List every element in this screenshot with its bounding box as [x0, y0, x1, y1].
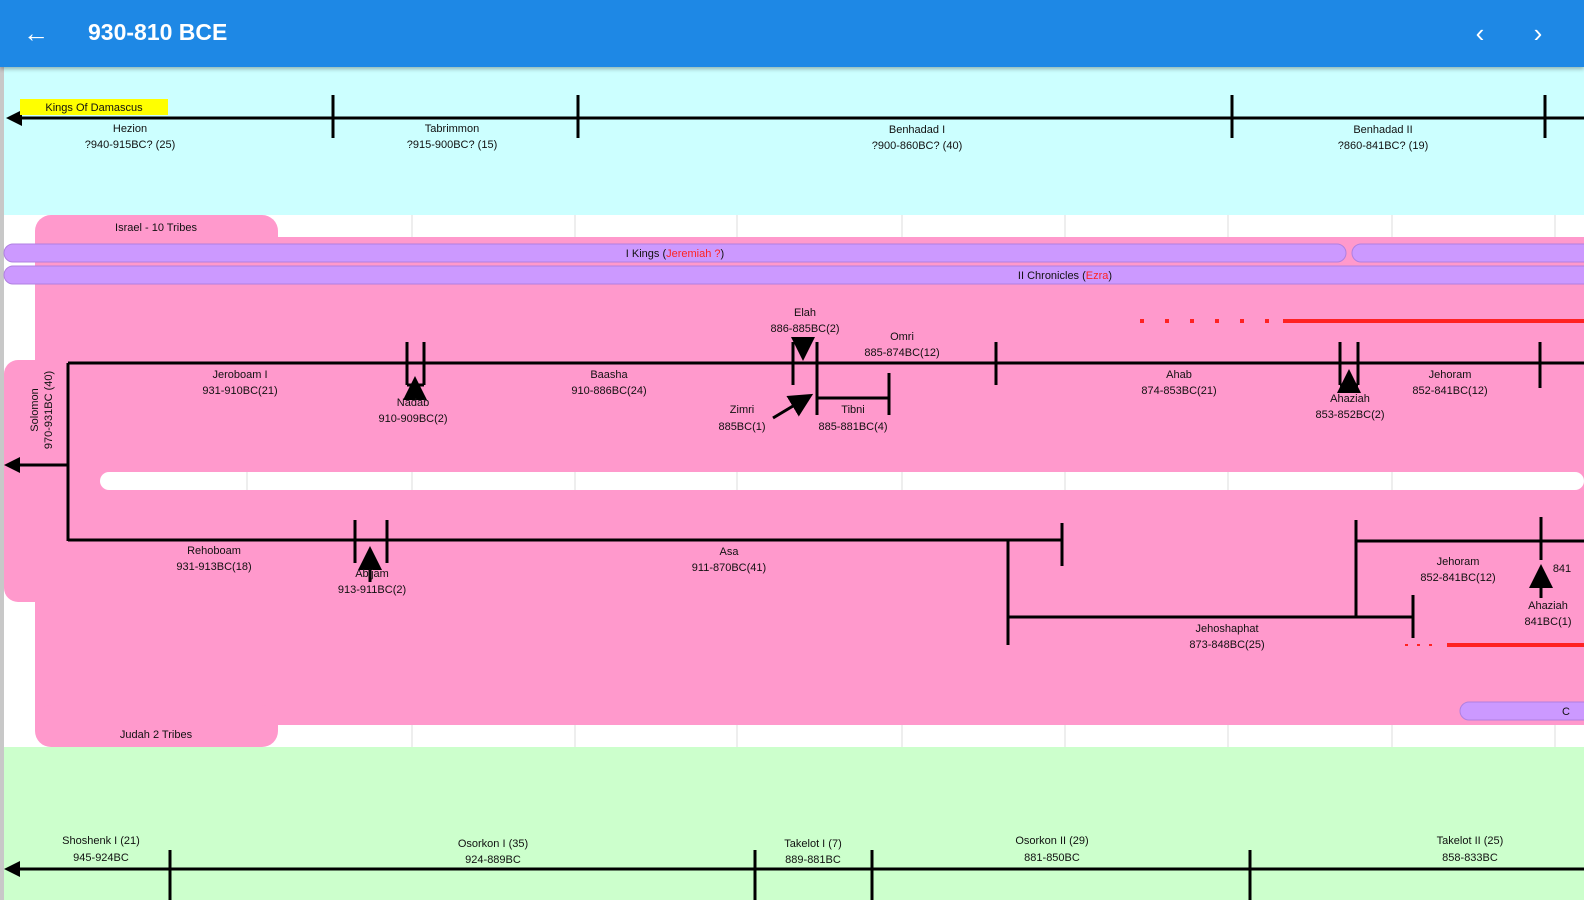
king-dates: 889-881BC: [785, 854, 841, 866]
king-name: Shoshenk I (21): [62, 835, 140, 847]
damascus-band: [4, 67, 1584, 215]
solomon-block: [4, 360, 64, 602]
king-dates: 852-841BC(12): [1420, 572, 1495, 584]
king-dates: 885BC(1): [718, 421, 765, 433]
king-name: Jeroboam I: [212, 369, 267, 381]
king-name: Ahaziah: [1330, 393, 1370, 405]
page-title: 930-810 BCE: [88, 19, 228, 45]
kings-timeline: [16, 337, 1584, 645]
prophet-line: [1140, 319, 1584, 647]
king-name: Tibni: [841, 404, 864, 416]
king-name: Elah: [794, 307, 816, 319]
king-dates: 910-886BC(24): [571, 385, 646, 397]
chevron-right-icon[interactable]: ›: [1533, 18, 1543, 48]
king-name: Osorkon I (35): [458, 838, 528, 850]
king-dates: 910-909BC(2): [378, 413, 447, 425]
king-name: Osorkon II (29): [1015, 835, 1088, 847]
king-name: Jehoshaphat: [1196, 623, 1259, 635]
king-dates: 911-870BC(41): [692, 562, 766, 574]
book-bar-2-chronicles[interactable]: [3, 265, 1584, 285]
king-dates: 931-913BC(18): [176, 561, 251, 573]
book-label-partial: C: [1562, 706, 1570, 718]
king-dates: 873-848BC(25): [1189, 639, 1264, 651]
king-dates: 970-931BC (40): [43, 371, 55, 449]
damascus-tag: [20, 99, 168, 115]
judah-label: Judah 2 Tribes: [120, 729, 193, 741]
king-dates: ?940-915BC? (25): [85, 139, 176, 151]
king-dates: ?900-860BC? (40): [872, 140, 963, 152]
egypt-timeline: [14, 850, 1584, 900]
king-dates: 945-924BC: [73, 852, 129, 864]
king-name: Solomon: [29, 388, 41, 431]
israel-label: Israel - 10 Tribes: [115, 222, 197, 234]
king-name: Takelot II (25): [1437, 835, 1504, 847]
egypt-band: [4, 747, 1584, 900]
left-border: [0, 67, 4, 900]
king-dates: 853-852BC(2): [1315, 409, 1384, 421]
back-arrow-icon[interactable]: ←: [23, 18, 49, 48]
king-name: Jehoram: [1429, 369, 1472, 381]
damascus-timeline: [14, 95, 1584, 138]
king-name: Benhadad I: [889, 124, 945, 136]
king-name: Abijam: [355, 568, 389, 580]
king-dates: 874-853BC(21): [1141, 385, 1216, 397]
king-dates: 913-911BC(2): [338, 584, 406, 596]
king-name: Tabrimmon: [425, 123, 479, 135]
arrow-left-icon: [4, 457, 20, 473]
arrow-left-icon: [4, 861, 20, 877]
king-dates: 841: [1553, 563, 1571, 575]
book-bar-chronicles-next[interactable]: [1459, 701, 1584, 721]
king-name: Zimri: [730, 404, 754, 416]
king-dates: 841BC(1): [1524, 616, 1571, 628]
king-name: Nadab: [397, 397, 429, 409]
chevron-left-icon[interactable]: ‹: [1475, 18, 1485, 48]
app-bar: ← 930-810 BCE ‹ ›: [0, 0, 1584, 67]
king-name: Benhadad II: [1353, 124, 1412, 136]
judah-tab: [35, 705, 278, 747]
king-name: Jehoram: [1437, 556, 1480, 568]
king-dates: 885-881BC(4): [818, 421, 887, 433]
king-name: Ahab: [1166, 369, 1192, 381]
king-dates: 852-841BC(12): [1412, 385, 1487, 397]
king-name: Asa: [720, 546, 740, 558]
king-name: Takelot I (7): [784, 838, 841, 850]
king-name: Hezion: [113, 123, 147, 135]
king-dates: 881-850BC: [1024, 852, 1080, 864]
arrow-left-icon: [6, 110, 22, 126]
book-label-1-kings: I Kings (Jeremiah ?): [626, 248, 724, 260]
book-label-2-chronicles: II Chronicles (Ezra): [1018, 270, 1112, 282]
king-dates: 858-833BC: [1442, 852, 1498, 864]
king-dates: 886-885BC(2): [770, 323, 839, 335]
damascus-tag-label: Kings Of Damascus: [45, 102, 143, 114]
book-bar-1-kings[interactable]: [3, 243, 1347, 263]
king-name: Baasha: [590, 369, 628, 381]
king-name: Omri: [890, 331, 914, 343]
king-dates: 885-874BC(12): [864, 347, 939, 359]
king-dates: ?860-841BC? (19): [1338, 140, 1429, 152]
king-name: Rehoboam: [187, 545, 241, 557]
king-dates: 931-910BC(21): [202, 385, 277, 397]
king-name: Ahaziah: [1528, 600, 1568, 612]
king-dates: ?915-900BC? (15): [407, 139, 498, 151]
king-dates: 924-889BC: [465, 854, 521, 866]
book-bar-next[interactable]: [1351, 243, 1584, 263]
kingdom-divider: [100, 472, 1584, 490]
